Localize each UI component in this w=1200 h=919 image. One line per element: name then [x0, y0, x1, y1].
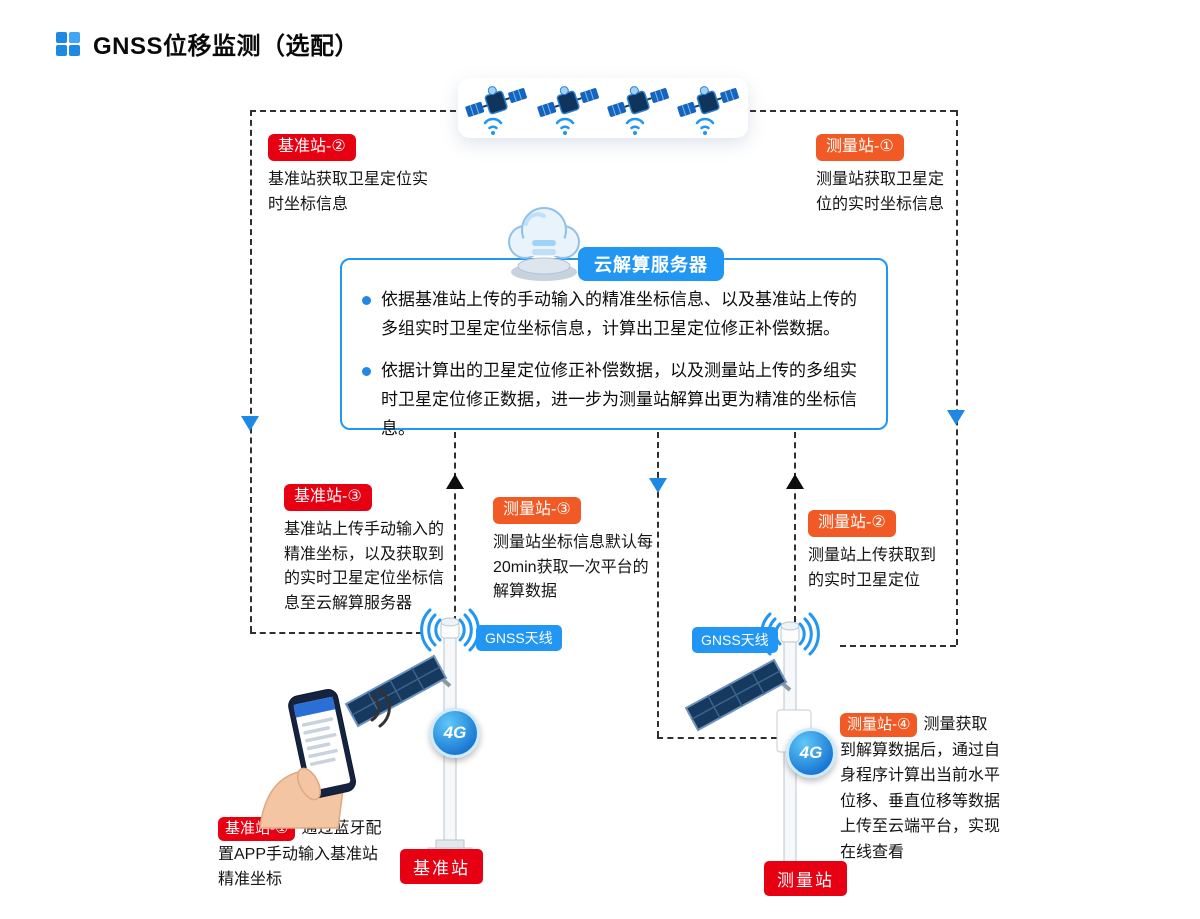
- bullet-dot-icon: [362, 366, 371, 376]
- base-station-name-badge: 基准站: [400, 849, 483, 884]
- arrow-down-icon: [649, 478, 667, 493]
- thumb-icon: [296, 767, 322, 801]
- bluetooth-signal-icon: [370, 688, 391, 728]
- satellite-icon: [464, 82, 528, 138]
- note-base-station-2: 基准站-② 基准站获取卫星定位实时坐标信息: [268, 134, 440, 217]
- note-meas-station-1: 测量站-① 测量站获取卫星定位的实时坐标信息: [816, 134, 950, 217]
- dashed-connector-base-upload: [454, 432, 456, 622]
- satellite-icon: [676, 82, 740, 138]
- dashed-connector-left: [250, 110, 252, 632]
- badge-meas-station-1: 测量站-①: [816, 134, 904, 161]
- badge-meas-station-4: 测量站-④: [840, 713, 918, 737]
- dashed-connector-left-bottom: [250, 632, 422, 634]
- note-text: 测量站上传获取到的实时卫星定位: [808, 546, 937, 589]
- note-meas-station-3: 测量站-③ 测量站坐标信息默认每20min获取一次平台的解算数据: [493, 497, 661, 605]
- 4g-badge: 4G: [786, 728, 836, 778]
- badge-meas-station-2: 测量站-②: [808, 510, 896, 537]
- note-text: 测量获取到解算数据后，通过自身程序计算出当前水平位移、垂直位移等数据上传至云端平…: [840, 716, 1001, 861]
- dashed-connector-meas-upload: [794, 432, 796, 622]
- arrow-down-icon: [947, 410, 965, 425]
- dashed-connector-right-bottom: [840, 645, 956, 647]
- bullet-item: 依据计算出的卫星定位修正补偿数据，以及测量站上传的多组实时卫星定位修正数据，进一…: [362, 357, 864, 444]
- meas-station-name-badge: 测量站: [764, 861, 847, 896]
- note-text: 测量站获取卫星定位的实时坐标信息: [816, 170, 945, 213]
- badge-meas-station-3: 测量站-③: [493, 497, 581, 524]
- page-header: GNSS位移监测（选配）: [56, 26, 359, 61]
- gnss-antenna-label: GNSS天线: [692, 627, 778, 653]
- dashed-connector-solution-down: [657, 432, 659, 737]
- bullet-text: 依据计算出的卫星定位修正补偿数据，以及测量站上传的多组实时卫星定位修正数据，进一…: [381, 360, 857, 438]
- note-meas-station-2: 测量站-② 测量站上传获取到的实时卫星定位: [808, 510, 948, 593]
- note-text: 测量站坐标信息默认每20min获取一次平台的解算数据: [493, 533, 654, 601]
- squares-logo-icon: [56, 31, 80, 56]
- satellite-group-card: [458, 78, 748, 138]
- cloud-server-icon: [508, 207, 580, 281]
- note-text: 基准站上传手动输入的精准坐标，以及获取到的实时卫星定位坐标信息至云解算服务器: [284, 520, 445, 613]
- badge-base-station-2: 基准站-②: [268, 134, 356, 161]
- bullet-text: 依据基准站上传的手动输入的精准坐标信息、以及基准站上传的多组实时卫星定位坐标信息…: [381, 290, 857, 338]
- bullet-item: 依据基准站上传的手动输入的精准坐标信息、以及基准站上传的多组实时卫星定位坐标信息…: [362, 286, 864, 344]
- satellite-icon: [536, 82, 600, 138]
- page-title: GNSS位移监测（选配）: [93, 33, 360, 60]
- arrow-down-icon: [241, 416, 259, 431]
- badge-base-station-3: 基准站-③: [284, 484, 372, 511]
- satellite-icon: [606, 82, 670, 138]
- note-text: 基准站获取卫星定位实时坐标信息: [268, 170, 429, 213]
- arrow-up-icon: [446, 474, 464, 489]
- note-base-station-3: 基准站-③ 基准站上传手动输入的精准坐标，以及获取到的实时卫星定位坐标信息至云解…: [284, 484, 452, 617]
- cloud-server-label: 云解算服务器: [578, 247, 724, 281]
- hand-with-phone-figure: [259, 688, 391, 829]
- 4g-badge: 4G: [430, 708, 480, 758]
- dashed-connector-solution-turn: [657, 737, 777, 739]
- solar-panel: [684, 658, 788, 732]
- bullet-dot-icon: [362, 296, 371, 305]
- dashed-connector-right: [956, 110, 958, 645]
- gnss-antenna-label: GNSS天线: [476, 625, 562, 651]
- solar-panel: [344, 654, 448, 728]
- arrow-up-icon: [786, 474, 804, 489]
- solution-info-box: 依据基准站上传的手动输入的精准坐标信息、以及基准站上传的多组实时卫星定位坐标信息…: [340, 258, 888, 438]
